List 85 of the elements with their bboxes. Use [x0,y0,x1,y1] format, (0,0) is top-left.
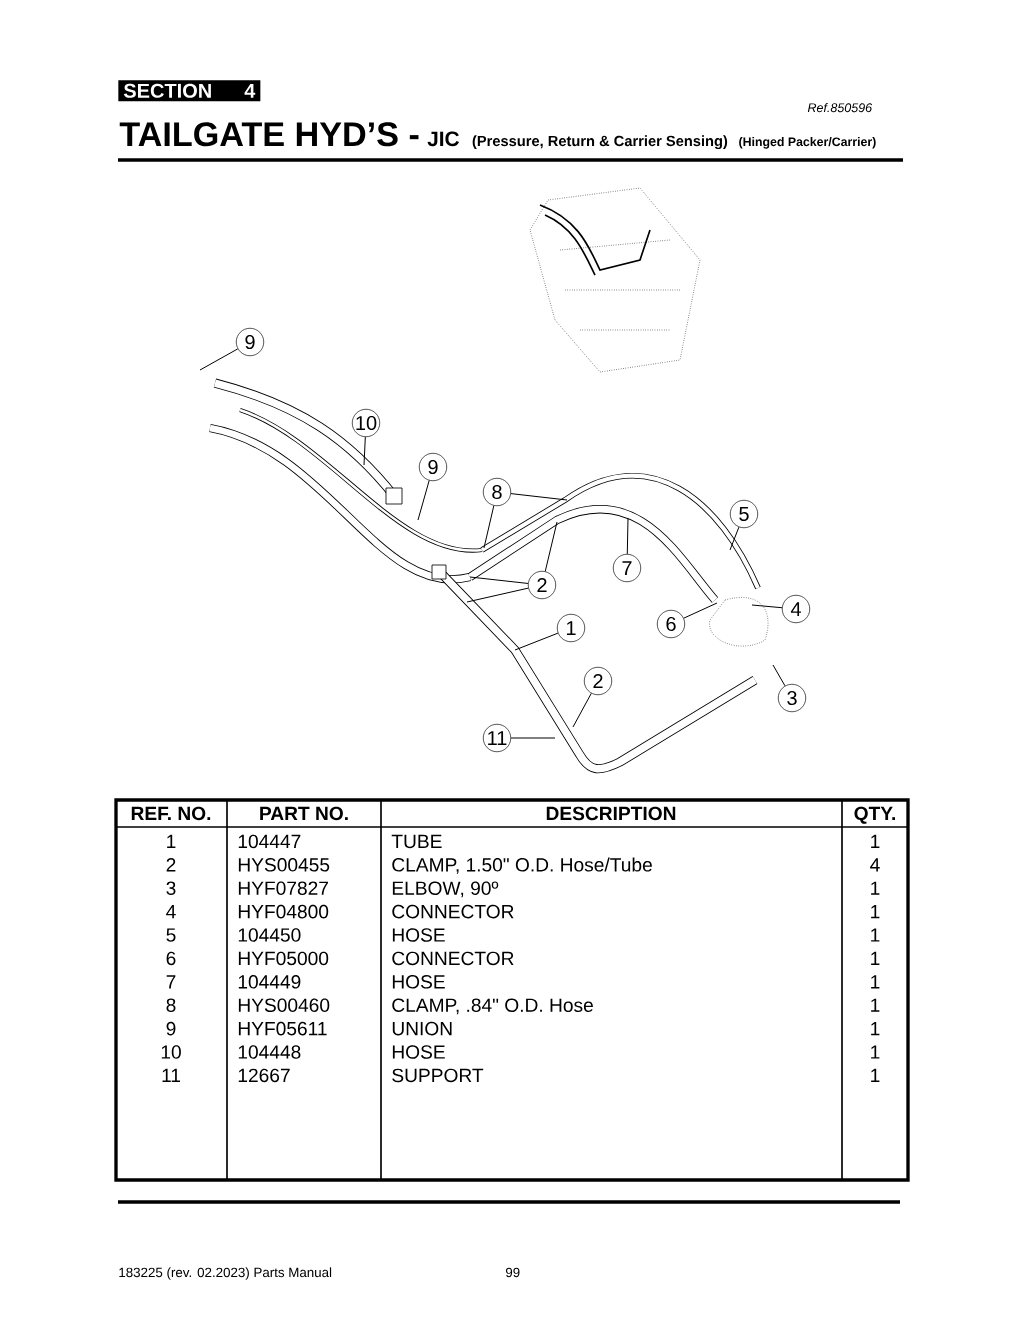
ref-number: 4 [166,905,176,919]
callout-number: 10 [351,408,381,438]
part-number: 104449 [238,975,301,989]
description: TUBE [391,834,442,849]
quantity: 1 [871,998,880,1012]
leader-line [572,692,592,728]
ref-number: 1 [167,834,176,848]
leader-line [510,737,556,739]
leader-line [199,348,239,371]
quantity: 4 [870,858,880,872]
description: UNION [392,1021,452,1036]
section-label: SECTION 4 [118,80,261,102]
part-number: 104447 [238,834,301,849]
part-number: HYF05000 [238,951,329,966]
ref-number: 7 [166,975,176,989]
callout-number: 5 [729,499,759,529]
table-header: REF. NO. [131,806,211,821]
ref-number: 5 [166,928,176,942]
description: CONNECTOR [392,951,514,966]
leader-line [363,436,366,466]
quantity: 1 [871,881,880,895]
footer-text: 183225 (rev. 02.2023) Parts Manual [119,1267,332,1280]
subtitle: (Hinged Packer/Carrier) [739,137,876,149]
quantity: 1 [871,975,880,989]
description: HOSE [392,975,445,989]
callout-number: 6 [656,609,686,639]
part-number: 104450 [238,928,301,942]
callout-number: 8 [482,477,512,507]
ref-number: 6 [166,951,176,966]
leader-line [510,493,568,501]
description: CLAMP, .84" O.D. Hose [392,998,593,1015]
leader-line [544,521,558,572]
leader-line [729,526,740,551]
leader-line [466,587,529,603]
leader-line [751,604,783,609]
callout-number: 11 [482,723,512,753]
callout-number: 2 [527,570,557,600]
callout-number: 3 [777,683,807,713]
quantity: 1 [871,1045,880,1059]
leader-line [417,480,430,521]
page-number: 99 [505,1267,520,1278]
callout-number: 7 [612,553,642,583]
part-number: HYF04800 [238,904,329,919]
subtitle: (Pressure, Return & Carrier Sensing) [472,135,728,150]
leader-line [626,517,629,555]
callout-number: 2 [583,666,613,696]
part-number: HYS00455 [238,858,330,872]
description: CONNECTOR [392,904,514,919]
table-header: QTY. [854,806,895,824]
description: SUPPORT [392,1068,484,1083]
callout-number: 4 [781,594,811,624]
leader-line [514,632,559,651]
description: ELBOW, 90º [392,881,499,898]
leader-line [772,664,786,687]
leader-line [469,576,529,584]
quantity: 1 [871,1022,880,1036]
ref-number: 8 [166,998,176,1012]
description: HOSE [392,928,445,942]
quantity: 1 [871,951,880,965]
part-number: HYF05611 [238,1021,327,1036]
callout-number: 9 [418,452,448,482]
subtitle: JIC [427,131,460,147]
ref-number: 2 [166,858,176,872]
callout-number: 9 [235,327,265,357]
callout-number: 1 [556,613,586,643]
part-number: 104448 [238,1045,301,1059]
part-number: HYS00460 [238,998,330,1012]
leader-line [683,602,718,619]
quantity: 1 [871,1068,880,1082]
quantity: 1 [871,928,880,942]
part-number: HYF07827 [238,881,328,895]
table-header: PART NO. [260,806,348,821]
quantity: 1 [871,905,880,919]
ref-number: 9 [166,1021,176,1036]
ref-number: 11 [162,1068,180,1082]
table-header: DESCRIPTION [546,806,676,821]
description: HOSE [392,1045,445,1059]
part-number: 12667 [238,1068,290,1083]
reference-number: Ref.850596 [807,102,873,113]
ref-number: 10 [161,1045,181,1059]
title: TAILGATE HYD’S - [119,122,419,147]
leader-line [483,505,495,549]
description: CLAMP, 1.50" O.D. Hose/Tube [392,857,652,874]
quantity: 1 [871,834,880,848]
ref-number: 3 [166,881,176,895]
